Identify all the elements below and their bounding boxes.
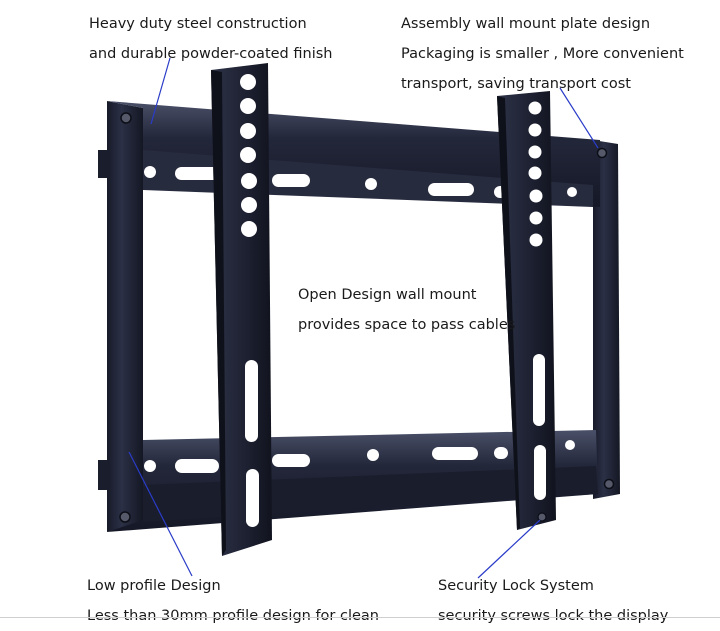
callout-line: Open Design wall mount <box>298 287 477 303</box>
callout-low-profile: Low profile Design Less than 30mm profil… <box>87 571 379 631</box>
screw-icon <box>120 112 132 124</box>
callout-line: Security Lock System <box>438 578 594 594</box>
pointer-bottom-right <box>477 519 541 579</box>
pointer-bottom-left <box>128 451 193 577</box>
pointer-top-left <box>150 57 171 125</box>
callout-open-design: Open Design wall mount provides space to… <box>298 280 515 340</box>
callout-line: Packaging is smaller , More convenient <box>401 46 684 62</box>
callout-assembly-design: Assembly wall mount plate design Packagi… <box>401 9 684 99</box>
wall-plate-right-post <box>593 140 620 499</box>
callout-line: transport, saving transport cost <box>401 76 631 92</box>
callout-line: Less than 30mm profile design for clean <box>87 608 379 624</box>
callout-line: security screws lock the display <box>438 608 669 624</box>
callout-line: Heavy duty steel construction <box>89 16 307 32</box>
screw-icon <box>603 478 615 490</box>
security-screw-icon <box>537 512 547 522</box>
callout-security-lock: Security Lock System security screws loc… <box>438 571 668 631</box>
right-vertical-arm <box>497 91 556 530</box>
callout-line: Low profile Design <box>87 578 221 594</box>
bottom-divider <box>0 617 720 618</box>
callout-pointers <box>128 57 599 579</box>
callout-line: provides space to pass cables <box>298 317 516 333</box>
callout-heavy-duty: Heavy duty steel construction and durabl… <box>89 9 332 69</box>
screw-icon <box>596 147 608 159</box>
screw-icon <box>119 511 131 523</box>
pointer-top-right <box>559 87 599 149</box>
left-vertical-arm <box>211 63 272 556</box>
wall-plate-left-post <box>107 101 143 532</box>
callout-line: and durable powder-coated finish <box>89 46 333 62</box>
callout-line: Assembly wall mount plate design <box>401 16 651 32</box>
